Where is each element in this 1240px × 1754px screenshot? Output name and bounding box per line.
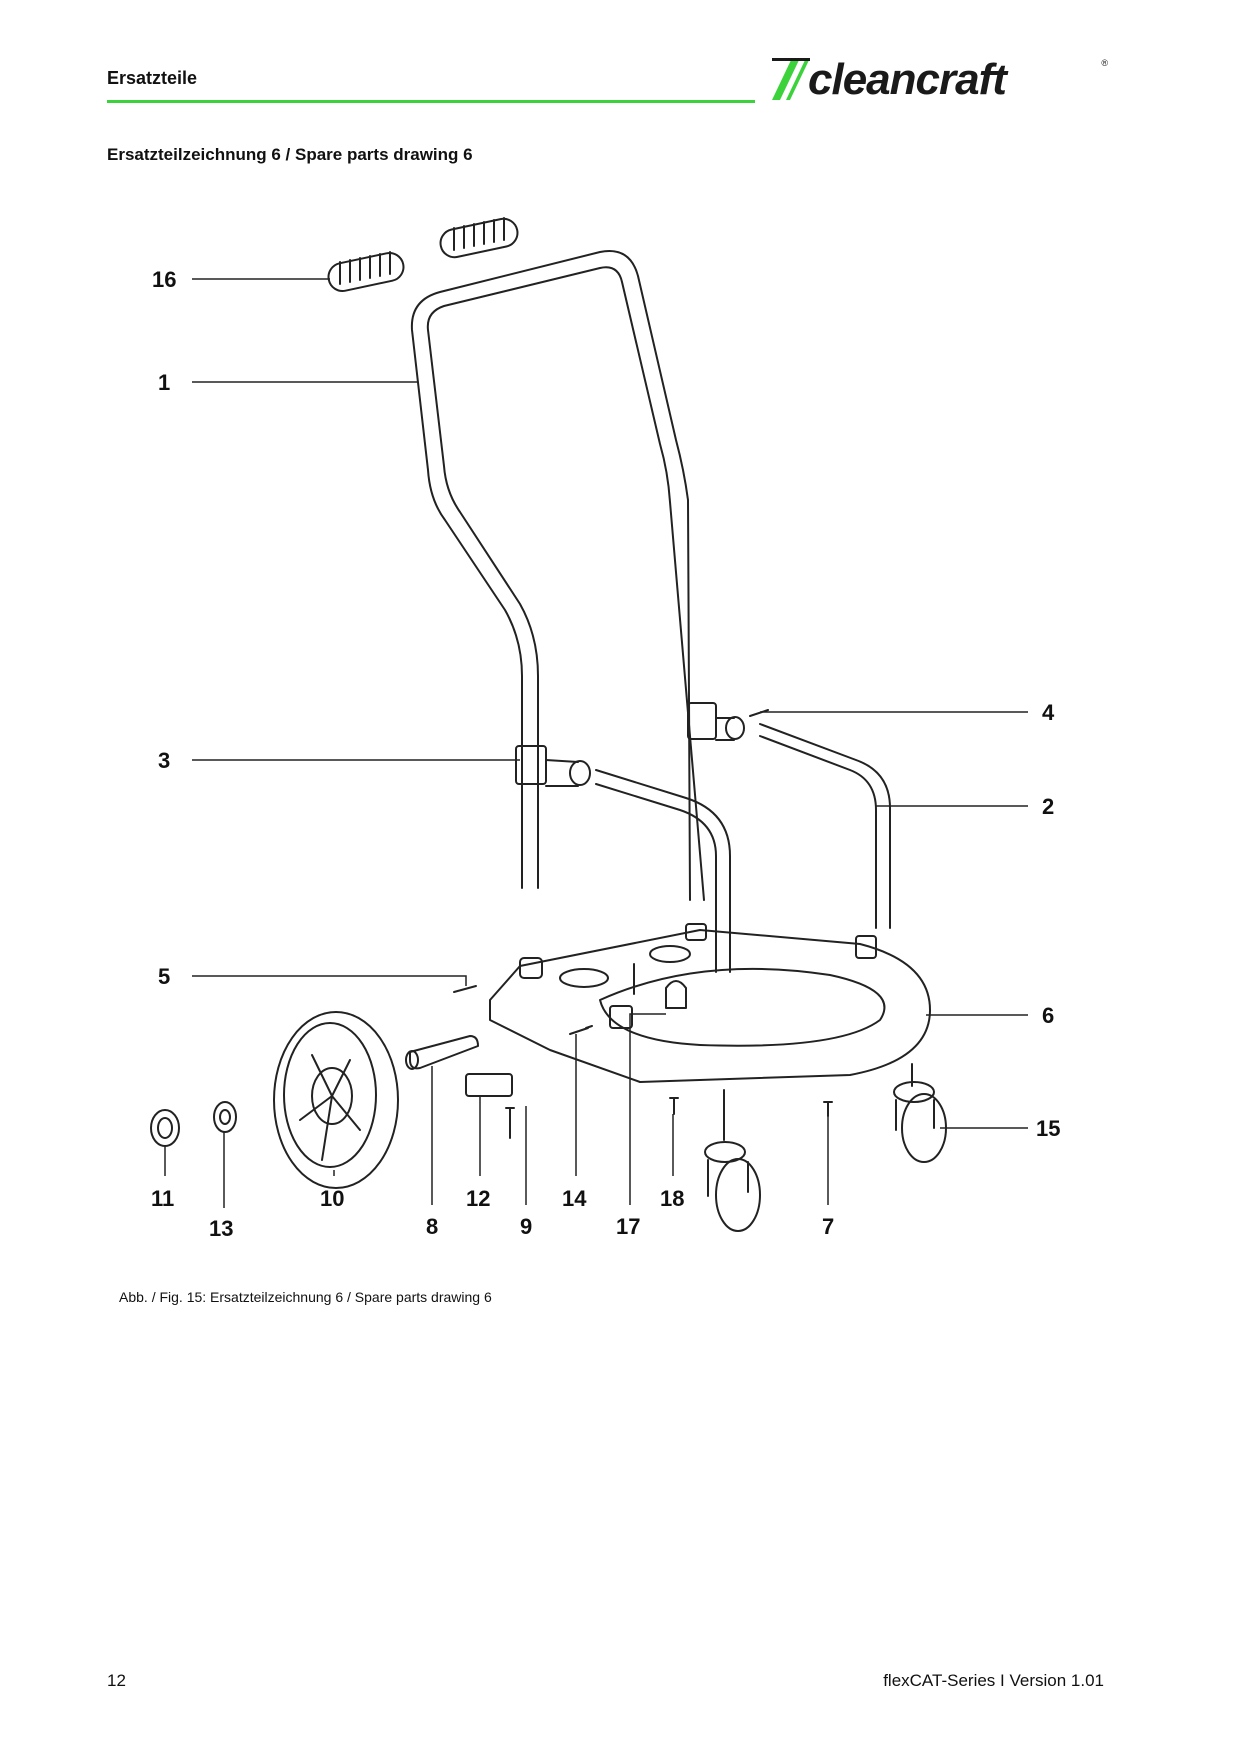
castor-rear (893, 1063, 947, 1163)
callout-10: 10 (320, 1186, 344, 1211)
side-arm-right (759, 735, 877, 929)
callout-6: 6 (1042, 1003, 1054, 1028)
callout-7: 7 (822, 1214, 834, 1239)
callout-14: 14 (562, 1186, 587, 1211)
washer-11 (150, 1109, 180, 1147)
callout-8: 8 (426, 1214, 438, 1239)
callout-12: 12 (466, 1186, 490, 1211)
callout-3: 3 (158, 748, 170, 773)
callout-11: 11 (151, 1186, 174, 1211)
logo-wordmark: cleancraft (808, 55, 1007, 104)
callout-4: 4 (1042, 700, 1055, 725)
drawing-title: Ersatzteilzeichnung 6 / Spare parts draw… (107, 145, 473, 164)
callout-1: 1 (158, 370, 170, 395)
callout-16: 16 (152, 267, 176, 292)
castor-front (704, 1089, 761, 1232)
logo-registered: ® (1101, 58, 1108, 68)
callout-13: 13 (209, 1216, 233, 1241)
handle-grips (327, 217, 519, 292)
section-title: Ersatzteile (107, 68, 198, 88)
axle (409, 1035, 479, 1070)
header-rule (107, 100, 755, 103)
callout-17: 17 (616, 1214, 640, 1239)
base-plate (489, 929, 931, 1083)
bracket (465, 1073, 513, 1097)
callout-15: 15 (1036, 1116, 1060, 1141)
cleancraft-logo: cleancraft ® (770, 52, 1110, 108)
figure-caption: Abb. / Fig. 15: Ersatzteilzeichnung 6 / … (119, 1289, 492, 1305)
callout-18: 18 (660, 1186, 684, 1211)
wheel (273, 1011, 399, 1189)
callout-5: 5 (158, 964, 170, 989)
callout-9: 9 (520, 1214, 532, 1239)
logo-mark-icon (772, 58, 810, 100)
document-version: flexCAT-Series I Version 1.01 (883, 1671, 1104, 1690)
side-arm-left (595, 783, 717, 973)
washer-13 (213, 1101, 237, 1133)
page-number: 12 (107, 1671, 126, 1690)
callout-2: 2 (1042, 794, 1054, 819)
handle-frame (410, 250, 691, 901)
